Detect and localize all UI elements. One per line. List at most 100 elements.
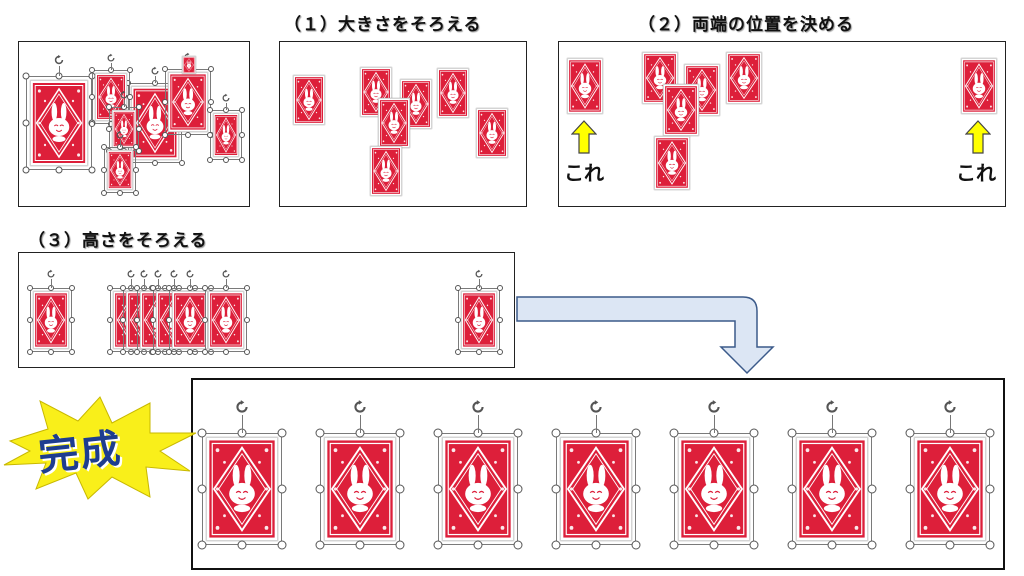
rabbit-card-icon[interactable] xyxy=(293,75,325,125)
resize-handle[interactable] xyxy=(513,484,523,494)
resize-handle[interactable] xyxy=(197,540,207,550)
resize-handle[interactable] xyxy=(202,349,208,355)
resize-handle[interactable] xyxy=(395,484,405,494)
rotate-handle-icon[interactable] xyxy=(115,130,125,140)
resize-handle[interactable] xyxy=(197,484,207,494)
resize-handle[interactable] xyxy=(150,285,156,291)
rabbit-card-icon[interactable] xyxy=(370,146,402,196)
resize-handle[interactable] xyxy=(223,157,229,163)
resize-handle[interactable] xyxy=(27,349,33,355)
resize-handle[interactable] xyxy=(202,285,208,291)
resize-handle[interactable] xyxy=(27,317,33,323)
rotate-handle-icon[interactable] xyxy=(942,399,958,415)
rotate-handle-icon[interactable] xyxy=(221,93,231,103)
resize-handle[interactable] xyxy=(985,484,995,494)
rabbit-card-icon[interactable] xyxy=(378,98,410,148)
rabbit-card-icon[interactable] xyxy=(208,291,244,349)
rabbit-card-icon[interactable] xyxy=(206,437,278,541)
rabbit-card-icon[interactable] xyxy=(654,136,690,190)
resize-handle[interactable] xyxy=(244,317,250,323)
resize-handle[interactable] xyxy=(55,166,63,174)
rabbit-card-icon[interactable] xyxy=(112,110,136,148)
resize-handle[interactable] xyxy=(107,317,113,323)
rabbit-card-icon[interactable] xyxy=(476,108,508,158)
rabbit-card-icon[interactable] xyxy=(726,52,762,104)
resize-handle[interactable] xyxy=(127,94,133,100)
resize-handle[interactable] xyxy=(787,428,797,438)
rabbit-card-icon[interactable] xyxy=(400,79,432,129)
resize-handle[interactable] xyxy=(985,540,995,550)
resize-handle[interactable] xyxy=(315,428,325,438)
rabbit-card-icon[interactable] xyxy=(182,56,196,74)
resize-handle[interactable] xyxy=(197,428,207,438)
rabbit-card-icon[interactable] xyxy=(437,68,469,118)
rotate-handle-icon[interactable] xyxy=(119,90,129,100)
resize-handle[interactable] xyxy=(395,540,405,550)
rotate-handle-icon[interactable] xyxy=(470,399,486,415)
resize-handle[interactable] xyxy=(749,428,759,438)
resize-handle[interactable] xyxy=(905,428,915,438)
rotate-handle-icon[interactable] xyxy=(185,269,195,279)
resize-handle[interactable] xyxy=(827,540,837,550)
resize-handle[interactable] xyxy=(202,317,208,323)
rotate-handle-icon[interactable] xyxy=(169,269,179,279)
resize-handle[interactable] xyxy=(237,540,247,550)
resize-handle[interactable] xyxy=(207,107,213,113)
resize-handle[interactable] xyxy=(27,285,33,291)
resize-handle[interactable] xyxy=(22,119,30,127)
resize-handle[interactable] xyxy=(69,317,75,323)
resize-handle[interactable] xyxy=(133,144,139,150)
resize-handle[interactable] xyxy=(136,104,142,110)
resize-handle[interactable] xyxy=(355,540,365,550)
resize-handle[interactable] xyxy=(277,428,287,438)
resize-handle[interactable] xyxy=(101,144,107,150)
rotate-handle-icon[interactable] xyxy=(588,399,604,415)
resize-handle[interactable] xyxy=(315,540,325,550)
resize-handle[interactable] xyxy=(208,99,214,105)
resize-handle[interactable] xyxy=(136,148,142,154)
resize-handle[interactable] xyxy=(22,72,30,80)
resize-handle[interactable] xyxy=(185,132,191,138)
resize-handle[interactable] xyxy=(101,167,107,173)
rotate-handle-icon[interactable] xyxy=(139,269,149,279)
resize-handle[interactable] xyxy=(69,349,75,355)
resize-handle[interactable] xyxy=(134,285,140,291)
resize-handle[interactable] xyxy=(551,484,561,494)
rabbit-card-icon[interactable] xyxy=(168,72,208,132)
resize-handle[interactable] xyxy=(867,428,877,438)
resize-handle[interactable] xyxy=(134,317,140,323)
resize-handle[interactable] xyxy=(277,540,287,550)
resize-handle[interactable] xyxy=(179,160,185,166)
rotate-handle-icon[interactable] xyxy=(234,399,250,415)
rabbit-card-icon[interactable] xyxy=(107,150,133,190)
resize-handle[interactable] xyxy=(905,484,915,494)
resize-handle[interactable] xyxy=(101,190,107,196)
resize-handle[interactable] xyxy=(473,540,483,550)
resize-handle[interactable] xyxy=(187,349,193,355)
resize-handle[interactable] xyxy=(867,540,877,550)
rabbit-card-icon[interactable] xyxy=(461,291,497,349)
resize-handle[interactable] xyxy=(455,349,461,355)
resize-handle[interactable] xyxy=(207,157,213,163)
resize-handle[interactable] xyxy=(208,66,214,72)
resize-handle[interactable] xyxy=(749,540,759,550)
resize-handle[interactable] xyxy=(787,484,797,494)
resize-handle[interactable] xyxy=(88,166,96,174)
resize-handle[interactable] xyxy=(22,166,30,174)
resize-handle[interactable] xyxy=(433,428,443,438)
resize-handle[interactable] xyxy=(497,349,503,355)
resize-handle[interactable] xyxy=(166,349,172,355)
resize-handle[interactable] xyxy=(244,349,250,355)
rotate-handle-icon[interactable] xyxy=(352,399,368,415)
resize-handle[interactable] xyxy=(749,484,759,494)
resize-handle[interactable] xyxy=(669,540,679,550)
resize-handle[interactable] xyxy=(166,285,172,291)
rabbit-card-icon[interactable] xyxy=(442,437,514,541)
resize-handle[interactable] xyxy=(631,428,641,438)
resize-handle[interactable] xyxy=(985,428,995,438)
rabbit-card-icon[interactable] xyxy=(678,437,750,541)
resize-handle[interactable] xyxy=(134,349,140,355)
resize-handle[interactable] xyxy=(117,190,123,196)
resize-handle[interactable] xyxy=(669,484,679,494)
resize-handle[interactable] xyxy=(162,132,168,138)
